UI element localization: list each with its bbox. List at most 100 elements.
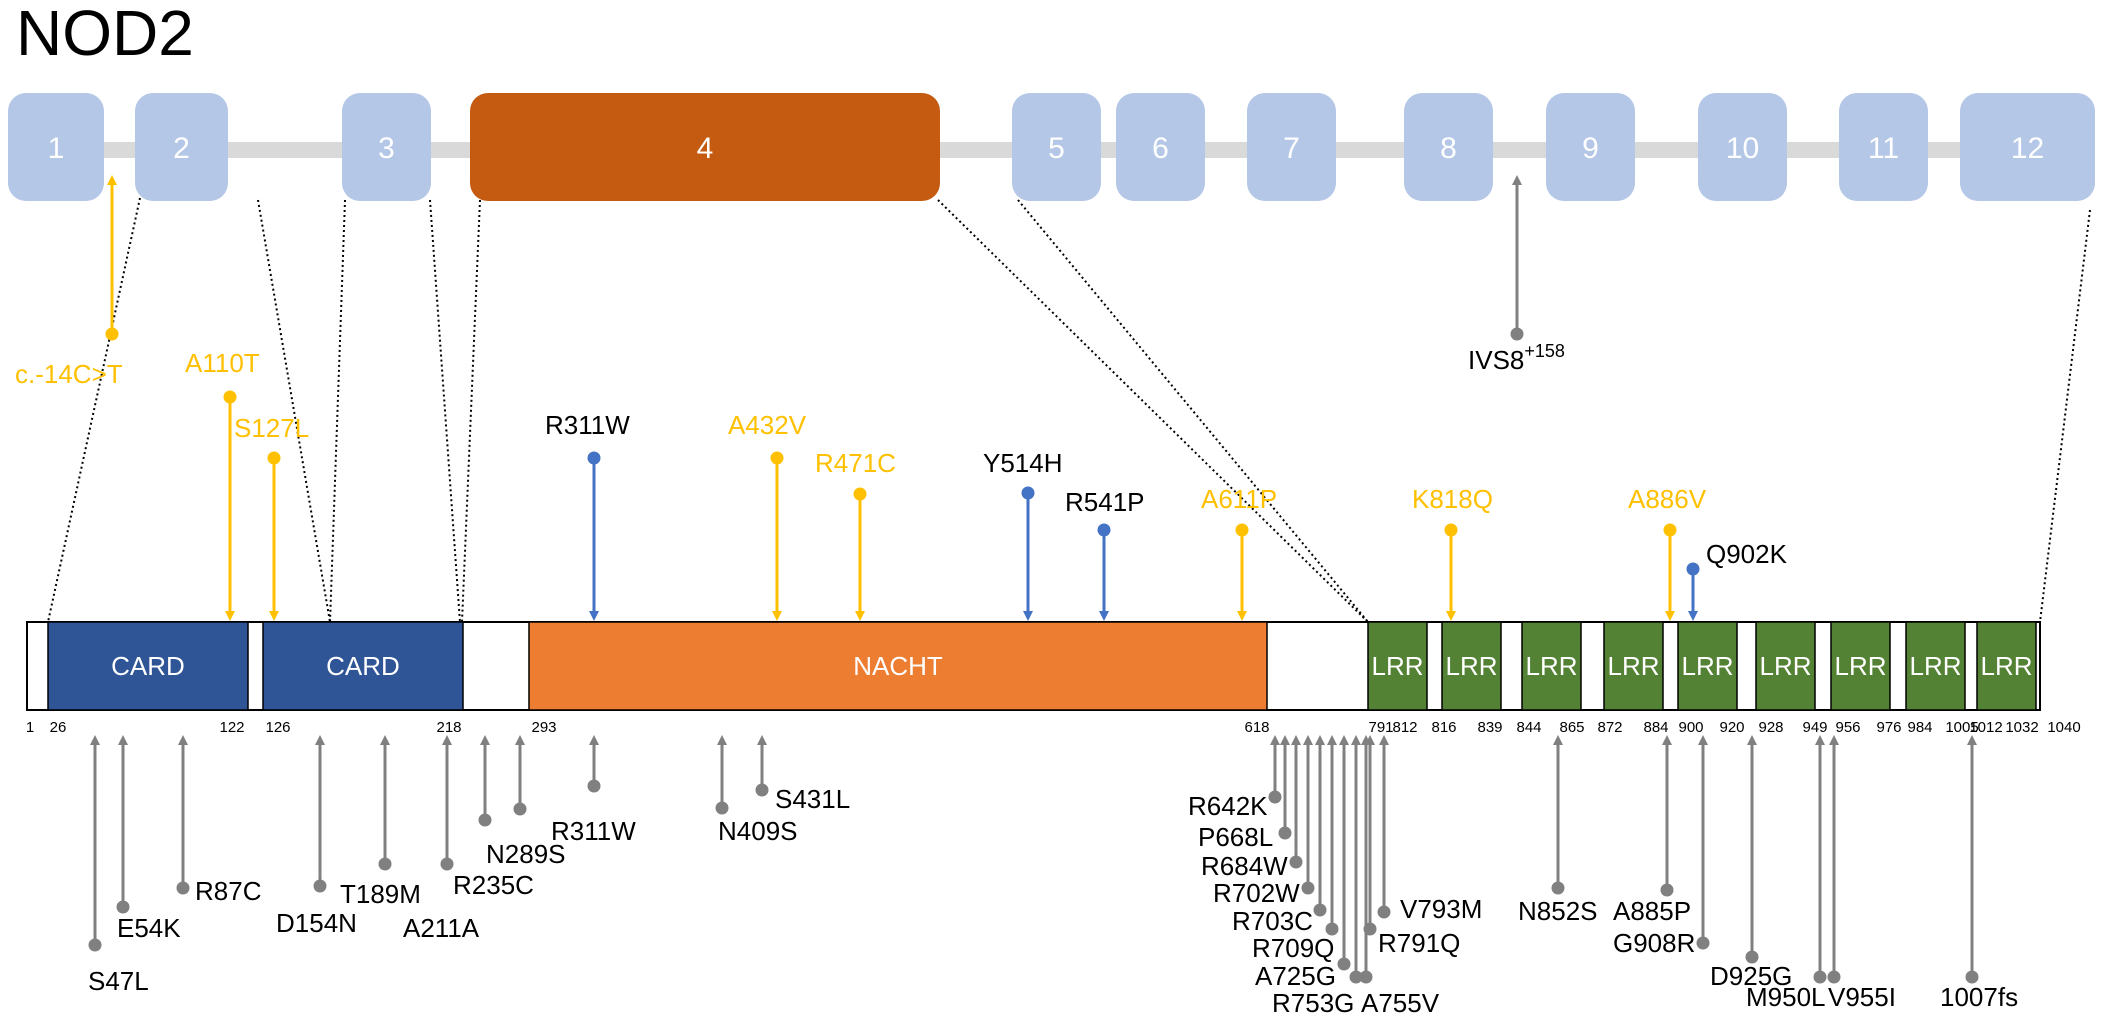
variant-dot xyxy=(1510,327,1524,341)
variant-dot xyxy=(715,801,729,815)
domain-box xyxy=(1367,621,1428,711)
variant-label: D154N xyxy=(276,908,357,938)
variant-dot xyxy=(378,857,392,871)
variant-V955I: V955I xyxy=(1827,735,1896,1012)
variant-R709Q: R709Q xyxy=(1252,735,1339,963)
domain-box xyxy=(262,621,464,711)
variant-T189M: T189M xyxy=(340,735,421,909)
variant-R642K: R642K xyxy=(1188,735,1282,821)
position-label: 1 xyxy=(26,719,34,736)
exon-11: 11 xyxy=(1839,93,1928,201)
variant-label: Q902K xyxy=(1706,539,1788,569)
variant-dot xyxy=(116,900,130,914)
variant-label: A110T xyxy=(185,348,260,378)
variant-R684W: R684W xyxy=(1201,735,1303,881)
variant-name: IVS8 xyxy=(1468,345,1524,375)
exon-8: 8 xyxy=(1404,93,1493,201)
variant-dot xyxy=(1660,883,1674,897)
position-label: 791 xyxy=(1368,719,1393,736)
variant-dot xyxy=(513,802,527,816)
domain-label: LRR xyxy=(1607,651,1659,681)
variant-dot xyxy=(478,813,492,827)
variant-c-14C-T: c.-14C>T xyxy=(15,175,123,389)
variant-dot xyxy=(770,451,784,465)
exon-6: 6 xyxy=(1116,93,1205,201)
exon-label: 3 xyxy=(378,132,395,165)
exon-label: 5 xyxy=(1048,132,1065,165)
exon-box xyxy=(342,93,431,201)
variant-label: A725G xyxy=(1255,961,1336,991)
variant-label: c.-14C>T xyxy=(15,359,123,389)
domain-lrr: LRR xyxy=(1677,621,1738,711)
variant-1007fs: 1007fs xyxy=(1940,735,2018,1012)
variant-dot xyxy=(853,487,867,501)
variant-label: R791Q xyxy=(1378,928,1460,958)
domain-label: LRR xyxy=(1525,651,1577,681)
variant-label: A211A xyxy=(403,913,480,943)
variant-dot xyxy=(1313,903,1327,917)
variant-E54K: E54K xyxy=(116,735,181,943)
domain-label: CARD xyxy=(326,651,400,681)
variant-dot xyxy=(1349,970,1363,984)
variant-label: R703C xyxy=(1232,906,1313,936)
variant-R311W: R311W xyxy=(545,410,630,621)
exon-domain-connectors xyxy=(47,197,2091,623)
variant-label: S127L xyxy=(234,413,309,443)
exon-box xyxy=(470,93,940,201)
variant-Y514H: Y514H xyxy=(983,448,1063,621)
variant-dot xyxy=(1235,523,1249,537)
position-label: 872 xyxy=(1597,719,1622,736)
variant-label: A755V xyxy=(1361,988,1440,1018)
variant-label: R753G xyxy=(1272,988,1354,1018)
variant-dot xyxy=(1377,905,1391,919)
variant-dot xyxy=(440,857,454,871)
variant-label: Y514H xyxy=(983,448,1063,478)
exon-box xyxy=(1698,93,1787,201)
variant-label: A432V xyxy=(728,410,807,440)
variant-R791Q: R791Q xyxy=(1363,735,1460,958)
exon-box xyxy=(1960,93,2095,201)
domain-lrr: LRR xyxy=(1755,621,1816,711)
position-label: 928 xyxy=(1758,719,1783,736)
domain-label: LRR xyxy=(1445,651,1497,681)
domain-lrr: LRR xyxy=(1905,621,1966,711)
bottom-variants: S47LE54KR87CD154NT189MA211AR235CN289SR31… xyxy=(88,735,2018,1018)
variant-label: IVS8+158 xyxy=(1468,341,1565,375)
exon-4: 4 xyxy=(470,93,940,201)
exon-2: 2 xyxy=(135,93,228,201)
exon-10: 10 xyxy=(1698,93,1787,201)
variant-N409S: N409S xyxy=(715,735,798,846)
domain-lrr: LRR xyxy=(1830,621,1891,711)
variant-label: M950L xyxy=(1746,982,1826,1012)
domain-box xyxy=(1677,621,1738,711)
domain-box xyxy=(1521,621,1582,711)
variant-dot xyxy=(1363,922,1377,936)
domain-label: NACHT xyxy=(853,651,943,681)
variant-label: A885P xyxy=(1613,896,1691,926)
exon-box xyxy=(1116,93,1205,201)
domain-card: CARD xyxy=(262,621,464,711)
variant-dot xyxy=(1268,790,1282,804)
variant-label: V955I xyxy=(1828,982,1896,1012)
variant-D925G: D925G xyxy=(1710,735,1792,991)
variant-label: S431L xyxy=(775,784,850,814)
domain-lrr: LRR xyxy=(1441,621,1502,711)
variant-label: R235C xyxy=(453,870,534,900)
variant-dot xyxy=(1337,957,1351,971)
variant-dot xyxy=(105,327,119,341)
variant-dot xyxy=(1551,881,1565,895)
exon-box xyxy=(1247,93,1336,201)
variant-R235C: R235C xyxy=(453,735,534,900)
exon-box xyxy=(1012,93,1101,201)
variant-dot xyxy=(1696,936,1710,950)
exon-12: 12 xyxy=(1960,93,2095,201)
position-label: 839 xyxy=(1477,719,1502,736)
variant-Q902K: Q902K xyxy=(1686,539,1788,621)
variant-A886V: A886V xyxy=(1628,484,1707,621)
exon-3: 3 xyxy=(342,93,431,201)
exon-box xyxy=(1404,93,1493,201)
variant-R541P: R541P xyxy=(1065,487,1145,621)
